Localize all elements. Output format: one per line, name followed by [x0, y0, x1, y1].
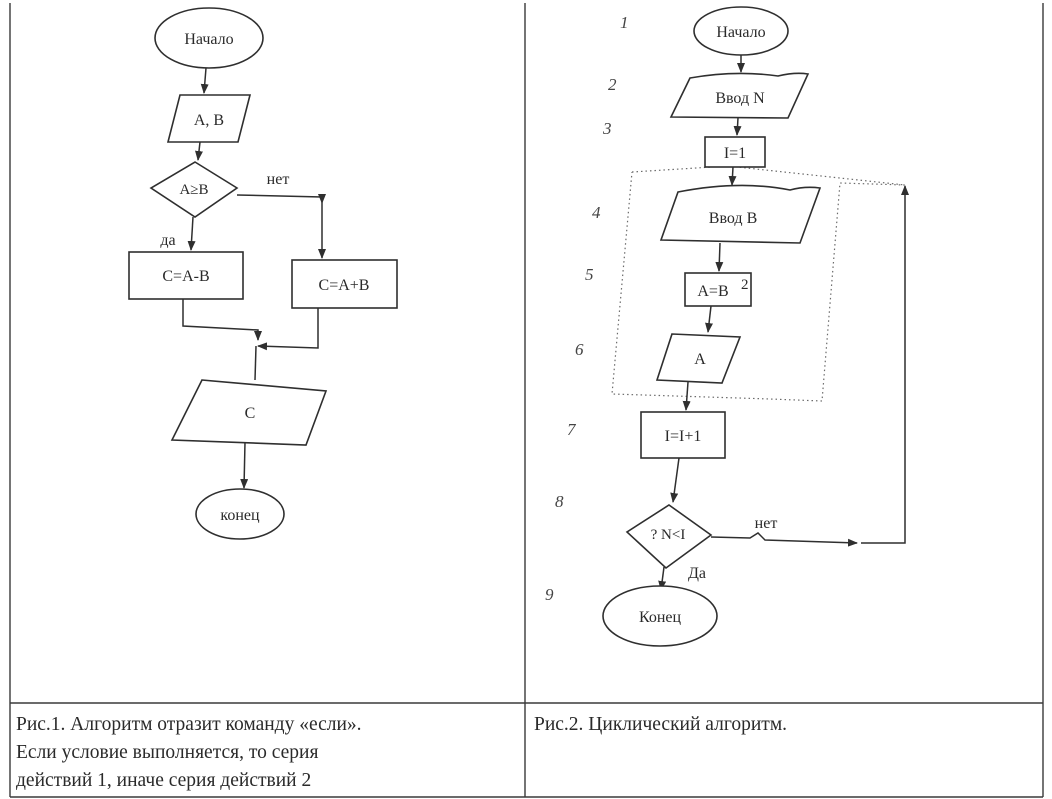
fig2-input-n-label: Ввод N — [715, 90, 765, 107]
fig1-condition-label: A≥B — [179, 182, 208, 198]
fig2-assign-box — [684, 272, 752, 307]
fig2-arrow-assign-output — [705, 305, 714, 333]
fig2-end-terminal — [602, 585, 718, 647]
fig1-caption-line: Если условие выполняется, то серия — [16, 742, 318, 763]
fig1-action-yes-box — [128, 251, 244, 300]
fig2-end-label: Конец — [639, 609, 682, 626]
fig1-arrow-output-end — [240, 441, 249, 489]
fig2-arrow-init-loop — [728, 166, 737, 186]
captions: Рис.1. Алгоритм отразит команду «если». … — [16, 714, 787, 791]
fig2-assign-superscript: 2 — [741, 277, 749, 293]
fig2-step-number: 4 — [592, 203, 601, 222]
fig2-step-number: 7 — [567, 420, 577, 439]
fig2-increment-label: I=I+1 — [665, 428, 702, 445]
fig2-step-number: 6 — [575, 340, 584, 359]
fig2-init-label: I=1 — [724, 145, 746, 162]
fig2-condition-diamond — [625, 504, 713, 570]
fig1-condition-diamond — [149, 161, 239, 218]
fig1-arrow-merge-right — [257, 308, 319, 351]
fig1-start-terminal — [154, 7, 264, 69]
fig2-condition-label: ? N<I — [651, 527, 686, 543]
fig1-end-terminal — [195, 488, 285, 540]
fig2-branch-yes-label: Да — [688, 565, 706, 582]
fig2-arrow-input-assign — [715, 242, 724, 272]
fig1-start-label: Начало — [184, 31, 233, 48]
figure2-flowchart: 1 2 3 4 5 6 7 8 9 Начало Ввод N I=1 Ввод… — [545, 6, 909, 681]
fig2-arrow-increment-condition — [670, 457, 680, 503]
fig1-action-no-box — [291, 259, 398, 309]
fig1-output-parallelogram — [170, 379, 328, 446]
fig2-start-label: Начало — [716, 24, 765, 41]
fig2-input-b-label: Ввод B — [709, 210, 757, 227]
fig1-arrow-start-input — [200, 67, 209, 94]
fig2-step-number: 1 — [620, 13, 629, 32]
fig1-input-parallelogram — [166, 94, 252, 143]
table-grid — [9, 3, 1044, 798]
fig2-increment-box — [640, 411, 726, 459]
fig1-branch-yes-label: да — [160, 232, 175, 249]
fig2-arrow-input-init — [733, 117, 742, 136]
fig2-loop-back-line — [861, 185, 909, 544]
fig2-input-b-shape — [659, 184, 822, 244]
fig1-caption-line: Рис.1. Алгоритм отразит команду «если». — [16, 714, 362, 735]
fig1-arrow-input-condition — [195, 141, 203, 161]
fig1-action-no-label: C=A+B — [319, 277, 370, 294]
fig2-input-n-shape — [669, 72, 810, 119]
fig1-caption-line: действий 1, иначе серия действий 2 — [16, 770, 311, 791]
fig2-step-number: 8 — [555, 492, 564, 511]
fig1-arrow-merge-left — [182, 299, 262, 341]
fig2-caption: Рис.2. Циклический алгоритм. — [534, 714, 787, 735]
fig1-arrow-no-branch — [236, 194, 326, 204]
fig1-arrow-yes-branch — [187, 216, 196, 251]
figure1-flowchart: Начало A, B A≥B нет да C=A-B C=A+B C кон… — [128, 7, 398, 540]
fig2-step-number: 9 — [545, 585, 554, 604]
fig1-action-yes-label: C=A-B — [162, 268, 209, 285]
fig2-step-number: 2 — [608, 75, 617, 94]
fig2-assign-label: A=B — [697, 283, 728, 300]
fig2-step-number: 5 — [585, 265, 594, 284]
page-fragment-mask — [620, 667, 720, 681]
fig2-step-number: 3 — [602, 119, 612, 138]
fig2-arrow-no-branch — [710, 532, 858, 547]
fig2-branch-no-label: нет — [755, 515, 778, 532]
fig2-output-label: A — [694, 351, 706, 368]
fig2-init-box — [704, 136, 766, 168]
fig1-end-label: конец — [220, 507, 260, 524]
fig1-output-label: C — [245, 405, 256, 422]
fig2-output-parallelogram — [655, 333, 742, 384]
fig1-branch-no-label: нет — [267, 171, 290, 188]
fig1-input-label: A, B — [194, 112, 224, 129]
fig2-arrow-output-increment — [682, 381, 691, 411]
fig1-merge-line — [254, 345, 257, 381]
